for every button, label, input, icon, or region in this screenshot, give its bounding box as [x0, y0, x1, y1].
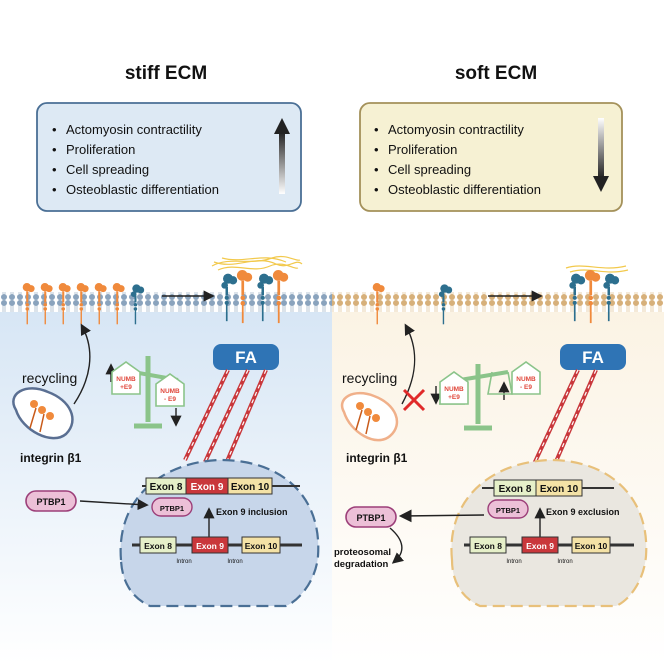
stiff-effect-item: Actomyosin contractility — [66, 122, 202, 137]
svg-text:•: • — [52, 142, 57, 157]
soft-effect-item: Proliferation — [388, 142, 457, 157]
svg-text:•: • — [52, 122, 57, 137]
stiff-panel: stiff ECM • Actomyosin contractility • P… — [0, 63, 332, 664]
soft-effects-box: • Actomyosin contractility • Proliferati… — [359, 102, 623, 212]
numb-plus-tag: NUMB +E9 — [439, 371, 469, 405]
degradation-arrow — [389, 527, 405, 564]
soft-intron-label: Intron — [557, 559, 572, 565]
soft-ptbp1: PTBP1 — [345, 506, 397, 528]
soft-numb-balance: NUMB +E9 NUMB - E9 — [430, 361, 541, 431]
stiff-mrna-exon10: Exon 10 — [231, 482, 270, 493]
stiff-effects-list: • Actomyosin contractility • Proliferati… — [52, 122, 219, 197]
numb-minus-tag: NUMB - E9 — [511, 361, 541, 395]
svg-text:+E9: +E9 — [448, 394, 460, 401]
soft-ptbp1-bound: PTBP1 — [487, 499, 529, 519]
soft-effect-item: Cell spreading — [388, 162, 471, 177]
stiff-nucleus — [119, 458, 320, 608]
stiff-gene-exon9: Exon 9 — [196, 541, 224, 551]
soft-endosome — [340, 391, 399, 442]
svg-text:•: • — [374, 122, 379, 137]
stiff-focal-adhesion: FA — [213, 344, 279, 370]
soft-fa-label: FA — [582, 348, 604, 367]
soft-gene: Exon 8 Exon 9 Exon 10 Intron Intron — [464, 536, 634, 565]
svg-text:•: • — [374, 182, 379, 197]
stiff-ptbp1-arrow — [79, 498, 149, 511]
soft-effects-list: • Actomyosin contractility • Proliferati… — [374, 122, 541, 197]
up-arrow-icon — [274, 118, 290, 194]
svg-text:PTBP1: PTBP1 — [36, 497, 65, 507]
down-arrow-icon — [593, 118, 609, 192]
soft-title: soft ECM — [455, 63, 537, 84]
stiff-gene-exon8: Exon 8 — [144, 541, 172, 551]
svg-text:+E9: +E9 — [120, 384, 132, 391]
degradation-label-line2: degradation — [334, 559, 389, 570]
soft-actin-fibers — [532, 369, 598, 467]
stiff-splice-label: Exon 9 inclusion — [216, 507, 288, 517]
soft-gene-exon8: Exon 8 — [474, 541, 502, 551]
stiff-effect-item: Osteoblastic differentiation — [66, 182, 219, 197]
stiff-title: stiff ECM — [125, 63, 207, 84]
svg-text:- E9: - E9 — [164, 396, 176, 403]
svg-text:NUMB: NUMB — [116, 376, 136, 383]
blocked-x-icon — [402, 388, 426, 412]
soft-gene-exon9: Exon 9 — [526, 541, 554, 551]
svg-text:NUMB: NUMB — [444, 386, 464, 393]
stiff-actin-fibers — [183, 369, 268, 467]
degradation-label-line1: proteosomal — [334, 547, 391, 558]
svg-text:•: • — [374, 162, 379, 177]
stiff-intron-label: Intron — [227, 559, 242, 565]
stiff-ptbp1-bound: PTBP1 — [151, 497, 193, 517]
stiff-gene-exon10: Exon 10 — [245, 541, 278, 551]
soft-panel: soft ECM • Actomyosin contractility • Pr… — [332, 63, 664, 664]
soft-effect-item: Actomyosin contractility — [388, 122, 524, 137]
stiff-endosome — [12, 387, 74, 440]
soft-recycling-arrow — [401, 323, 416, 405]
soft-ptbp1-release-arrow — [398, 509, 485, 523]
soft-membrane — [332, 292, 664, 312]
stiff-recycling-label: recycling — [22, 370, 77, 386]
soft-mrna-exon8: Exon 8 — [499, 484, 532, 495]
soft-splice-label: Exon 9 exclusion — [546, 507, 620, 517]
svg-text:•: • — [52, 162, 57, 177]
stiff-mrna: Exon 8 Exon 9 Exon 10 — [142, 477, 300, 495]
stiff-intron-label: Intron — [176, 559, 191, 565]
stiff-numb-balance: NUMB +E9 NUMB - E9 — [105, 356, 185, 429]
svg-text:- E9: - E9 — [520, 384, 532, 391]
svg-text:•: • — [374, 142, 379, 157]
stiff-mrna-exon9: Exon 9 — [191, 482, 224, 493]
svg-text:PTBP1: PTBP1 — [160, 504, 184, 513]
svg-text:NUMB: NUMB — [516, 376, 536, 383]
stiff-mrna-exon8: Exon 8 — [150, 482, 183, 493]
stiff-effect-item: Proliferation — [66, 142, 135, 157]
numb-plus-tag: NUMB +E9 — [111, 361, 141, 395]
svg-text:•: • — [52, 182, 57, 197]
soft-gene-exon10: Exon 10 — [575, 541, 608, 551]
soft-focal-adhesion: FA — [560, 344, 626, 370]
soft-effect-item: Osteoblastic differentiation — [388, 182, 541, 197]
soft-mrna-exon10: Exon 10 — [540, 484, 579, 495]
numb-minus-tag: NUMB - E9 — [155, 373, 185, 407]
stiff-recycling-arrow — [73, 323, 91, 405]
stiff-ptbp1: PTBP1 — [25, 490, 77, 512]
svg-text:NUMB: NUMB — [160, 388, 180, 395]
stiff-effects-box: • Actomyosin contractility • Proliferati… — [36, 102, 302, 212]
soft-integrin-label: integrin β1 — [346, 451, 408, 465]
stiff-membrane — [0, 292, 332, 312]
svg-text:PTBP1: PTBP1 — [496, 506, 520, 515]
soft-recycling-label: recycling — [342, 370, 397, 386]
soft-intron-label: Intron — [506, 559, 521, 565]
stiff-integrin-label: integrin β1 — [20, 451, 82, 465]
soft-mrna: Exon 8 Exon 10 — [482, 479, 614, 497]
stiff-effect-item: Cell spreading — [66, 162, 149, 177]
svg-text:PTBP1: PTBP1 — [356, 513, 385, 523]
stiff-ecm-fibers — [211, 255, 303, 271]
stiff-gene: Exon 8 Exon 9 Exon 10 Intron Intron — [132, 536, 302, 565]
soft-ecm-fibers — [565, 265, 629, 273]
stiff-fa-label: FA — [235, 348, 257, 367]
